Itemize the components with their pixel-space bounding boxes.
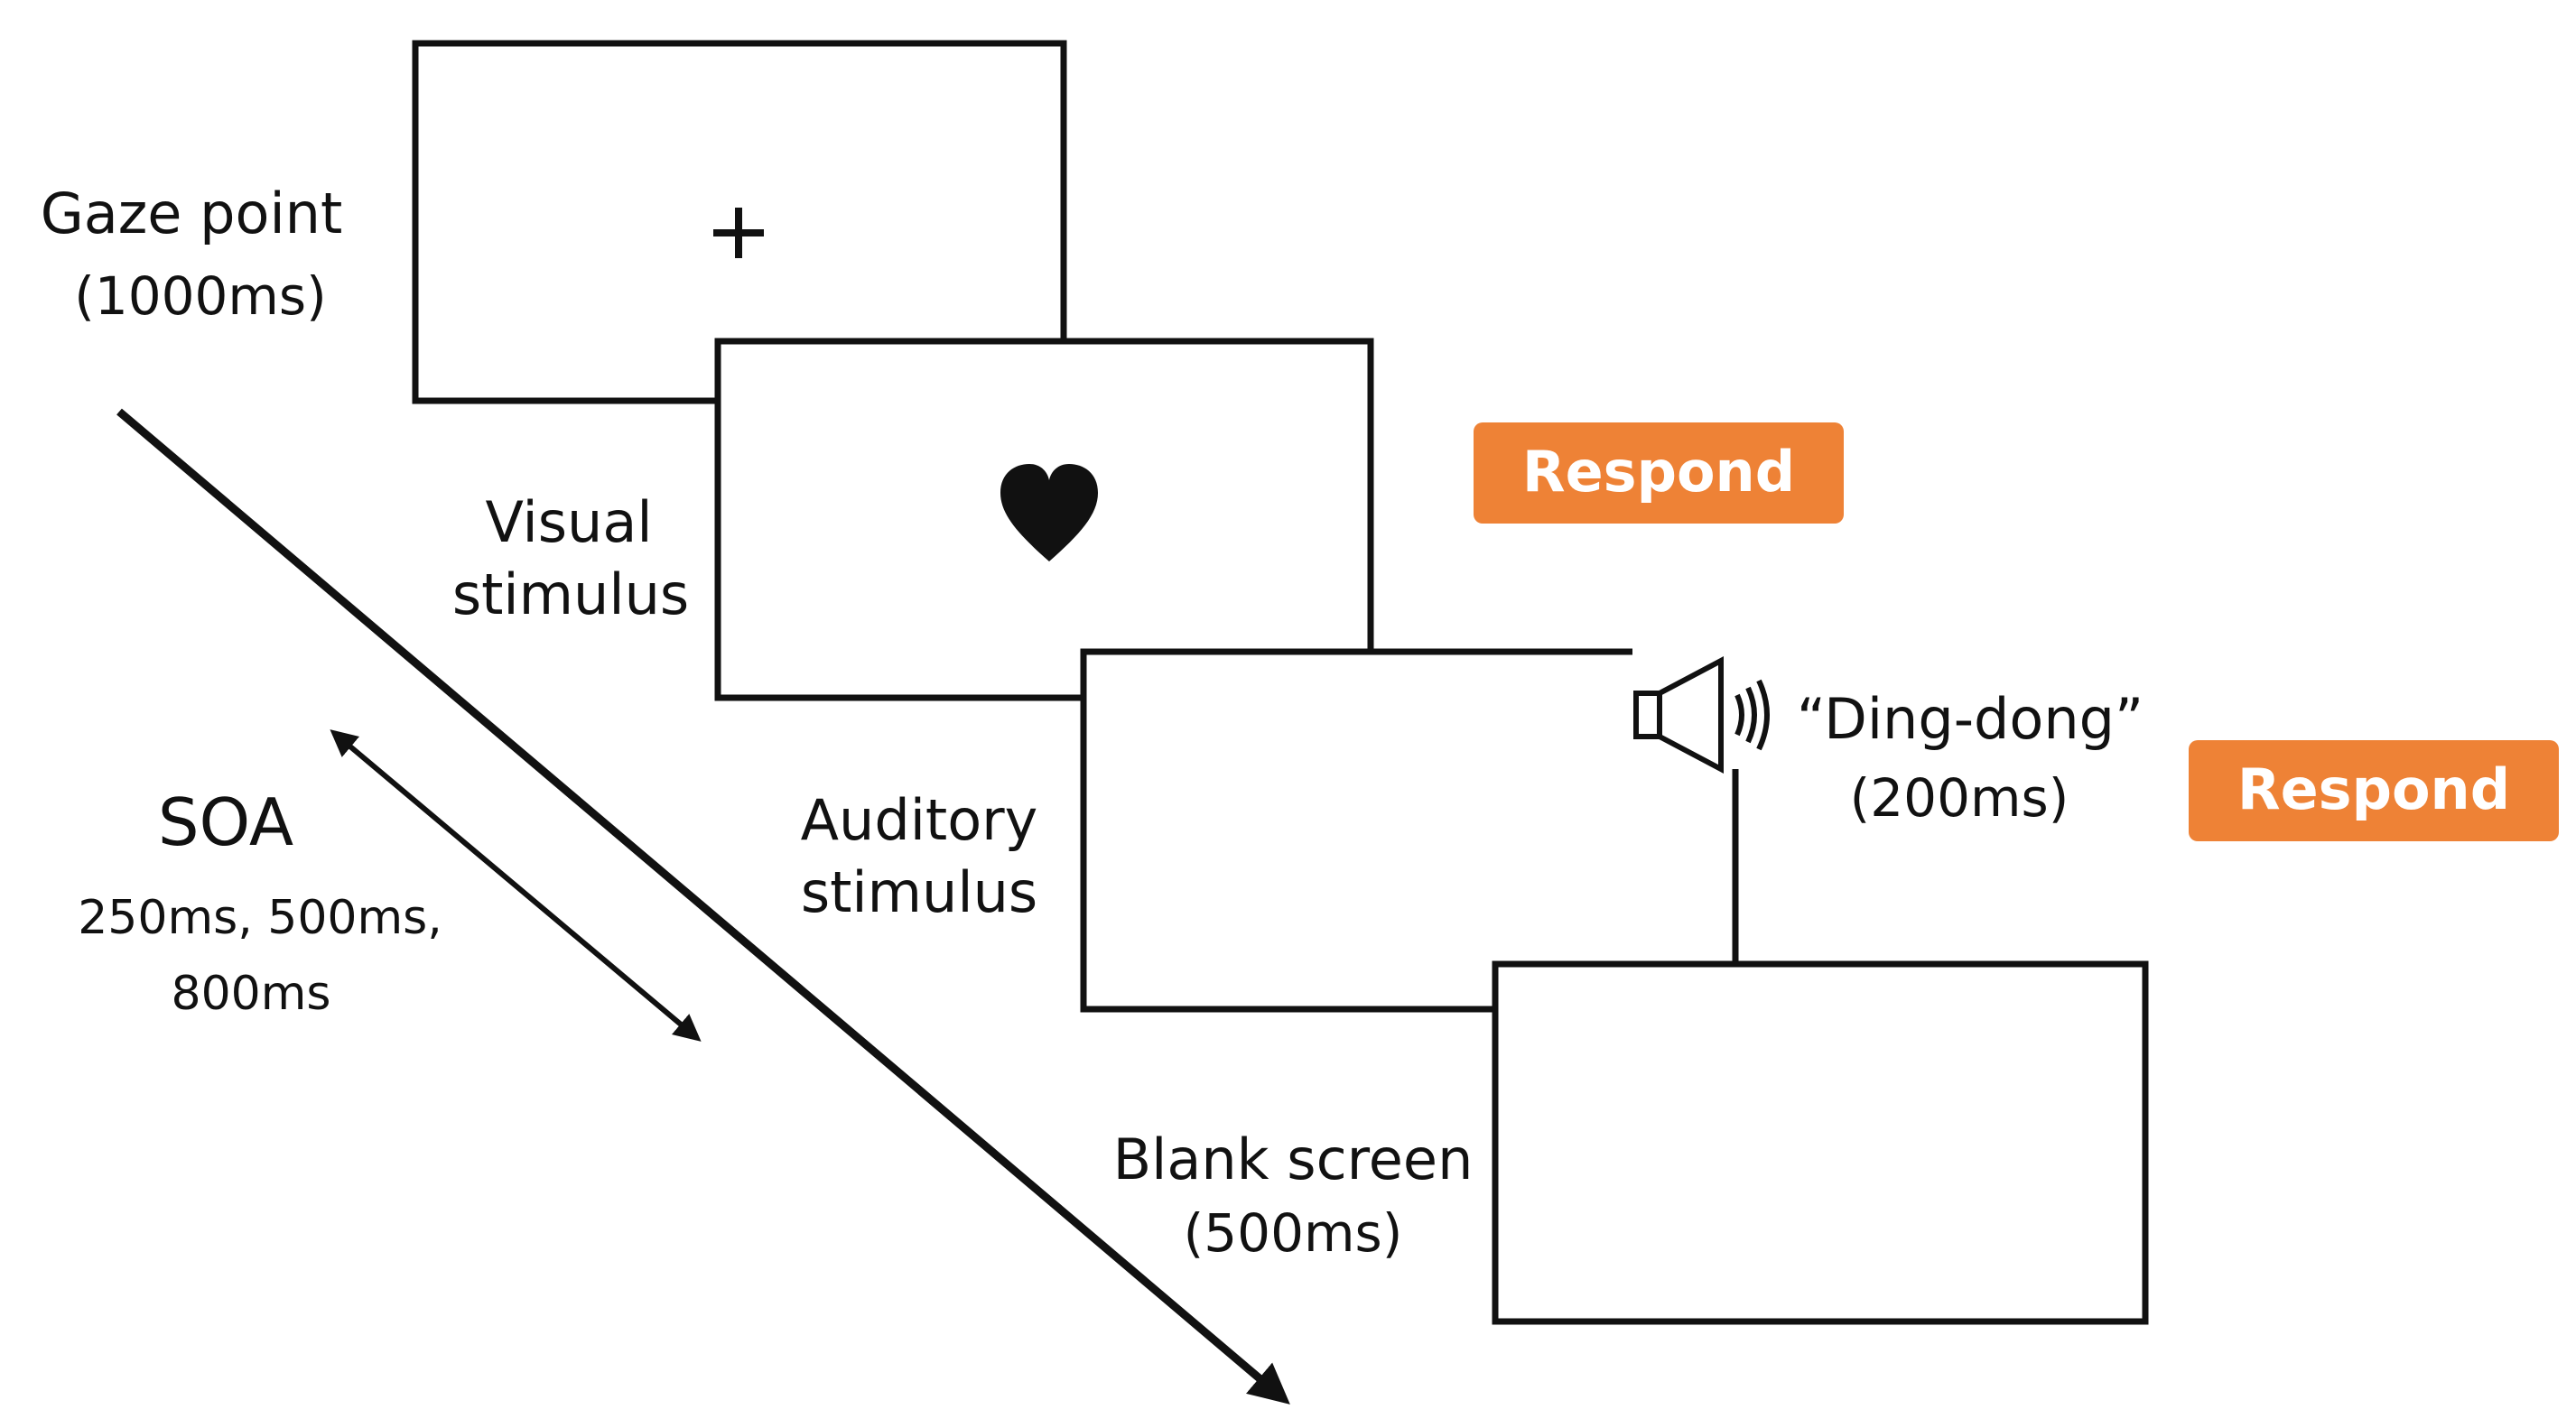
soa-values-line2: 800ms — [172, 967, 331, 1021]
gaze-label-line2: (1000ms) — [74, 265, 327, 327]
gaze-label-line1: Gaze point — [41, 181, 343, 246]
auditory-screen-fill — [1083, 652, 1535, 1009]
respond-button-visual-label: Respond — [1522, 439, 1795, 505]
blank-label-line1: Blank screen — [1113, 1127, 1474, 1192]
soa-title: SOA — [158, 784, 293, 860]
fixation-cross-icon — [713, 208, 764, 258]
sound-label-line2: (200ms) — [1850, 767, 2069, 829]
blank-screen — [1492, 960, 2149, 1325]
respond-button-auditory-bg — [2189, 740, 2559, 841]
blank-label-line2: (500ms) — [1184, 1202, 1403, 1264]
respond-button-visual-bg — [1474, 422, 1844, 524]
time-arrow — [116, 408, 1290, 1405]
visual-label-line2: stimulus — [452, 561, 689, 627]
speaker-icon — [1633, 656, 1770, 774]
respond-button-auditory[interactable]: Respond — [2189, 740, 2559, 841]
soa-double-arrow — [330, 729, 702, 1042]
soa-values-line1: 250ms, 500ms, — [78, 891, 442, 945]
auditory-screen-outline — [1080, 648, 1632, 1013]
auditory-label-line1: Auditory — [801, 787, 1038, 853]
respond-button-auditory-label: Respond — [2237, 756, 2510, 822]
respond-button-visual[interactable]: Respond — [1474, 422, 1844, 524]
visual-label-line1: Visual — [485, 489, 652, 555]
auditory-label-line2: stimulus — [801, 859, 1037, 925]
sound-label-line1: “Ding-dong” — [1797, 686, 2144, 752]
heart-icon — [1000, 464, 1098, 561]
